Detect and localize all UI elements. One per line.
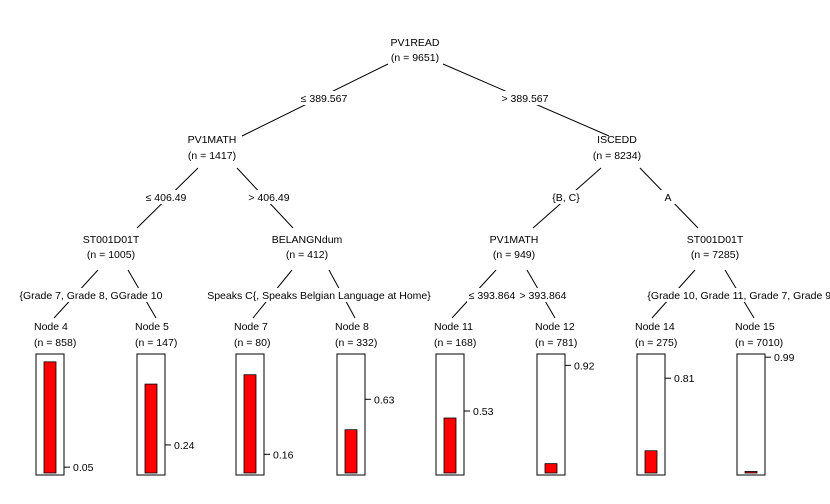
node-root: PV1READ (n = 9651) bbox=[390, 37, 439, 64]
split-label-n6: Speaks C{, Speaks Belgian Language at Ho… bbox=[207, 290, 431, 302]
node-n10-count: (n = 949) bbox=[493, 249, 535, 261]
node-n6-count: (n = 412) bbox=[286, 249, 328, 261]
leaf-value-label: 0.16 bbox=[273, 449, 294, 461]
split-label-n9-left: {B, C} bbox=[552, 192, 580, 204]
leaf-count: (n = 332) bbox=[335, 337, 377, 349]
node-n6: BELANGNdum (n = 412) bbox=[272, 234, 343, 261]
split-label-n13: {Grade 10, Grade 11, Grade 7, Grade 9} bbox=[647, 290, 830, 302]
leaf-count: (n = 7010) bbox=[735, 337, 783, 349]
split-label-n10-right: > 393.864 bbox=[519, 290, 566, 302]
leaf-label: Node 11 bbox=[434, 321, 473, 333]
split-label-root-left: ≤ 389.567 bbox=[301, 93, 348, 105]
leaf-value-label: 0.05 bbox=[73, 462, 94, 474]
node-n13-label: ST001D01T bbox=[687, 234, 744, 246]
leaf-bar bbox=[344, 429, 358, 474]
leaf-bar bbox=[744, 471, 758, 474]
node-n10: PV1MATH (n = 949) bbox=[490, 234, 539, 261]
leaf-value-label: 0.92 bbox=[574, 360, 595, 372]
node-n3: ST001D01T (n = 1005) bbox=[83, 234, 140, 261]
node-n9-label: ISCEDD bbox=[597, 134, 637, 146]
leaf-box bbox=[536, 353, 566, 476]
leaf-value-label: 0.53 bbox=[473, 406, 494, 418]
node-n13-count: (n = 7285) bbox=[691, 249, 739, 261]
split-label-root-right: > 389.567 bbox=[501, 93, 548, 105]
leaf-leaf4: Node 4 (n = 858) 0.05 bbox=[34, 321, 94, 476]
leaf-value-label: 0.63 bbox=[374, 394, 395, 406]
leaf-label: Node 7 bbox=[234, 321, 268, 333]
leaf-label: Node 5 bbox=[135, 321, 169, 333]
leaf-value-label: 0.24 bbox=[174, 440, 195, 452]
leaf-bar bbox=[43, 361, 57, 474]
leaf-count: (n = 147) bbox=[135, 337, 177, 349]
leaf-leaf5: Node 5 (n = 147) 0.24 bbox=[135, 321, 195, 476]
node-n13: ST001D01T (n = 7285) bbox=[687, 234, 744, 261]
leaf-bar bbox=[644, 450, 658, 474]
internal-nodes: PV1READ (n = 9651) PV1MATH (n = 1417) IS… bbox=[83, 37, 744, 261]
leaf-leaf8: Node 8 (n = 332) 0.63 bbox=[335, 321, 395, 476]
split-label-n2-left: ≤ 406.49 bbox=[146, 192, 187, 204]
leaf-label: Node 14 bbox=[635, 321, 675, 333]
node-n2-count: (n = 1417) bbox=[188, 150, 236, 162]
leaf-count: (n = 275) bbox=[635, 337, 677, 349]
leaf-bar bbox=[243, 374, 257, 474]
node-n2: PV1MATH (n = 1417) bbox=[188, 134, 237, 162]
leaf-leaf7: Node 7 (n = 80) 0.16 bbox=[234, 321, 294, 476]
leaf-label: Node 12 bbox=[535, 321, 575, 333]
leaf-label: Node 15 bbox=[735, 321, 775, 333]
leaf-count: (n = 80) bbox=[234, 337, 270, 349]
node-n3-count: (n = 1005) bbox=[87, 249, 135, 261]
leaf-leaf15: Node 15 (n = 7010) 0.99 bbox=[735, 321, 795, 476]
leaf-bar bbox=[544, 463, 558, 474]
node-n10-label: PV1MATH bbox=[490, 234, 539, 246]
leaf-value-label: 0.99 bbox=[774, 352, 795, 364]
node-n2-label: PV1MATH bbox=[188, 134, 237, 146]
split-label-n2-right: > 406.49 bbox=[248, 192, 289, 204]
leaf-leaf12: Node 12 (n = 781) 0.92 bbox=[535, 321, 595, 476]
node-n6-label: BELANGNdum bbox=[272, 234, 343, 246]
leaf-leaf14: Node 14 (n = 275) 0.81 bbox=[635, 321, 695, 476]
leaf-box bbox=[736, 353, 766, 476]
node-root-label: PV1READ bbox=[390, 37, 439, 49]
leaf-label: Node 4 bbox=[34, 321, 68, 333]
leaf-value-label: 0.81 bbox=[674, 373, 695, 385]
leaf-count: (n = 781) bbox=[535, 337, 577, 349]
split-labels: ≤ 389.567 > 389.567 ≤ 406.49 > 406.49 {B… bbox=[19, 91, 830, 302]
node-n9: ISCEDD (n = 8234) bbox=[593, 134, 641, 162]
leaf-bar bbox=[144, 383, 158, 474]
leaf-label: Node 8 bbox=[335, 321, 369, 333]
split-label-n10-left: ≤ 393.864 bbox=[469, 290, 516, 302]
node-n9-count: (n = 8234) bbox=[593, 150, 641, 162]
node-root-count: (n = 9651) bbox=[391, 52, 439, 64]
leaf-leaf11: Node 11 (n = 168) 0.53 bbox=[434, 321, 494, 476]
leaf-count: (n = 168) bbox=[434, 337, 476, 349]
split-label-n3: {Grade 7, Grade 8, GGrade 10 bbox=[19, 290, 162, 302]
leaf-bar bbox=[443, 417, 457, 474]
leaf-count: (n = 858) bbox=[34, 337, 76, 349]
node-n3-label: ST001D01T bbox=[83, 234, 140, 246]
split-label-n9-right: A bbox=[664, 192, 671, 204]
